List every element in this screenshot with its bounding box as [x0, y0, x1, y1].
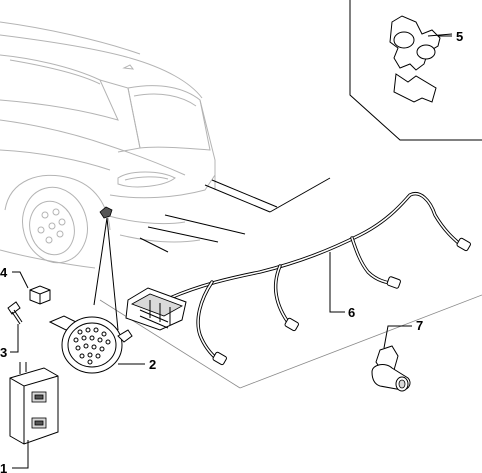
callout-6: 6 — [348, 305, 355, 320]
callout-7: 7 — [416, 318, 423, 333]
leader-lines — [10, 35, 452, 469]
bumper-sensor-slots — [139, 177, 331, 253]
control-unit-part-1 — [9, 362, 59, 445]
floor-lines — [99, 294, 482, 389]
wiring-harness-part-6 — [125, 192, 471, 366]
buzzer-grille-holes — [73, 327, 111, 365]
vehicle-outline — [0, 21, 216, 269]
callout-4: 4 — [0, 265, 8, 280]
buzzer-part-2 — [48, 315, 133, 374]
screw-part-3 — [7, 301, 23, 325]
callout-1: 1 — [0, 461, 7, 473]
callout-2: 2 — [149, 357, 156, 372]
callout-labels: 1 2 3 4 5 6 7 — [0, 29, 463, 473]
harness-clip-part-5 — [389, 15, 453, 103]
clip-detail-inset — [349, 0, 482, 141]
harness-main-connector — [125, 287, 187, 331]
callout-5: 5 — [456, 29, 463, 44]
buzzer-mount-point — [93, 206, 119, 331]
sensor-part-7 — [371, 345, 411, 392]
clip-part-4 — [29, 285, 51, 305]
sensor-connector-caps — [212, 237, 471, 366]
wheel-bolt-holes — [37, 208, 66, 244]
callout-3: 3 — [0, 345, 7, 360]
